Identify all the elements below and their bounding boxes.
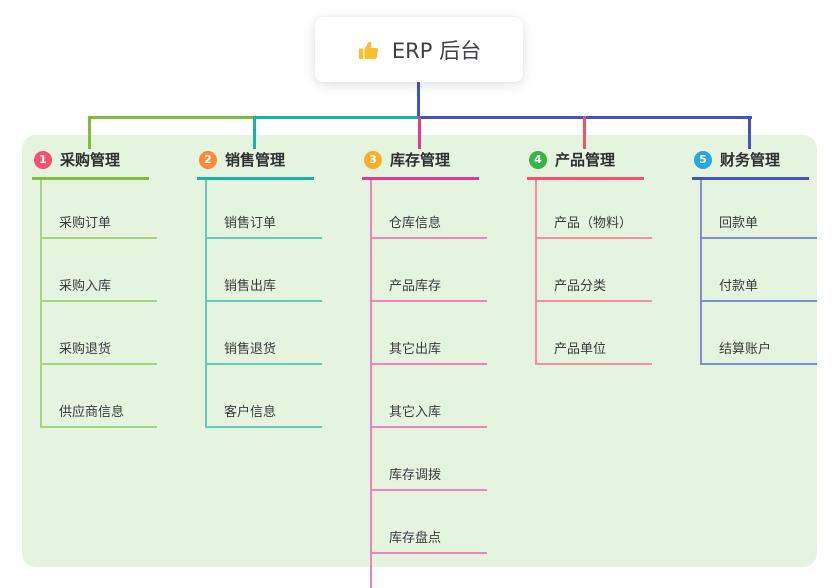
branch-col-销售管理: 2 销售管理销售订单销售出库销售退货客户信息 bbox=[197, 144, 357, 428]
branch-col-采购管理: 1 采购管理采购订单采购入库采购退货供应商信息 bbox=[32, 144, 192, 428]
child-node[interactable]: 仓库信息 bbox=[372, 180, 487, 239]
branch-label: 采购管理 bbox=[60, 151, 121, 169]
connector-hline-seg2 bbox=[253, 116, 421, 119]
branch-label: 财务管理 bbox=[720, 151, 781, 169]
connector-branch-drop bbox=[88, 116, 91, 149]
branch-number-badge: 4 bbox=[529, 150, 547, 169]
child-node[interactable]: 其它出库 bbox=[372, 302, 487, 365]
branch-col-财务管理: 5 财务管理回款单付款单结算账户 bbox=[692, 144, 839, 365]
child-node[interactable]: 供应商信息 bbox=[42, 365, 157, 428]
branch-node[interactable]: 3 库存管理 bbox=[362, 144, 479, 180]
child-node[interactable]: 付款单 bbox=[702, 239, 817, 302]
children-list: 销售订单销售出库销售退货客户信息 bbox=[205, 180, 357, 428]
branch-label: 产品管理 bbox=[555, 151, 616, 169]
branch-number-badge: 5 bbox=[694, 150, 712, 169]
child-node[interactable]: 采购入库 bbox=[42, 239, 157, 302]
child-node[interactable]: 销售订单 bbox=[207, 180, 322, 239]
branch-node[interactable]: 2 销售管理 bbox=[197, 144, 314, 180]
child-node[interactable]: 其它入库 bbox=[372, 365, 487, 428]
child-node[interactable]: 采购订单 bbox=[42, 180, 157, 239]
children-list: 采购订单采购入库采购退货供应商信息 bbox=[40, 180, 192, 428]
child-node[interactable]: 产品分类 bbox=[537, 239, 652, 302]
background-panel bbox=[22, 135, 817, 567]
connector-branch-drop bbox=[583, 116, 586, 149]
child-node[interactable]: 库存盘点 bbox=[372, 491, 487, 554]
branch-node[interactable]: 4 产品管理 bbox=[527, 144, 644, 180]
child-node[interactable]: 采购退货 bbox=[42, 302, 157, 365]
connector-branch-drop bbox=[253, 116, 256, 149]
children-list: 回款单付款单结算账户 bbox=[700, 180, 839, 365]
child-node[interactable]: 销售退货 bbox=[207, 302, 322, 365]
child-node[interactable]: 回款单 bbox=[702, 180, 817, 239]
branch-col-库存管理: 3 库存管理仓库信息产品库存其它出库其它入库库存调拨库存盘点出库库明细 bbox=[362, 144, 522, 588]
child-node[interactable]: 库存调拨 bbox=[372, 428, 487, 491]
branch-node[interactable]: 1 采购管理 bbox=[32, 144, 149, 180]
branch-node[interactable]: 5 财务管理 bbox=[692, 144, 809, 180]
branch-number-badge: 1 bbox=[34, 150, 52, 169]
connector-branch-drop bbox=[748, 116, 751, 149]
child-node[interactable]: 产品单位 bbox=[537, 302, 652, 365]
connector-branch-drop bbox=[418, 116, 421, 149]
root-node[interactable]: ERP 后台 bbox=[315, 17, 523, 82]
child-node[interactable]: 产品库存 bbox=[372, 239, 487, 302]
branch-number-badge: 2 bbox=[199, 150, 217, 169]
branch-col-产品管理: 4 产品管理产品（物料）产品分类产品单位 bbox=[527, 144, 687, 365]
child-node[interactable]: 出库库明细 bbox=[372, 554, 487, 588]
branch-number-badge: 3 bbox=[364, 150, 382, 169]
connector-root-vline bbox=[417, 82, 420, 118]
branch-label: 销售管理 bbox=[225, 151, 286, 169]
root-label: ERP 后台 bbox=[391, 38, 482, 63]
branch-label: 库存管理 bbox=[390, 151, 451, 169]
child-node[interactable]: 客户信息 bbox=[207, 365, 322, 428]
children-list: 仓库信息产品库存其它出库其它入库库存调拨库存盘点出库库明细 bbox=[370, 180, 522, 588]
child-node[interactable]: 销售出库 bbox=[207, 239, 322, 302]
child-node[interactable]: 产品（物料） bbox=[537, 180, 652, 239]
child-node[interactable]: 结算账户 bbox=[702, 302, 817, 365]
connector-hline-seg1 bbox=[88, 116, 255, 119]
children-list: 产品（物料）产品分类产品单位 bbox=[535, 180, 687, 365]
thumbs-up-icon bbox=[357, 38, 381, 62]
